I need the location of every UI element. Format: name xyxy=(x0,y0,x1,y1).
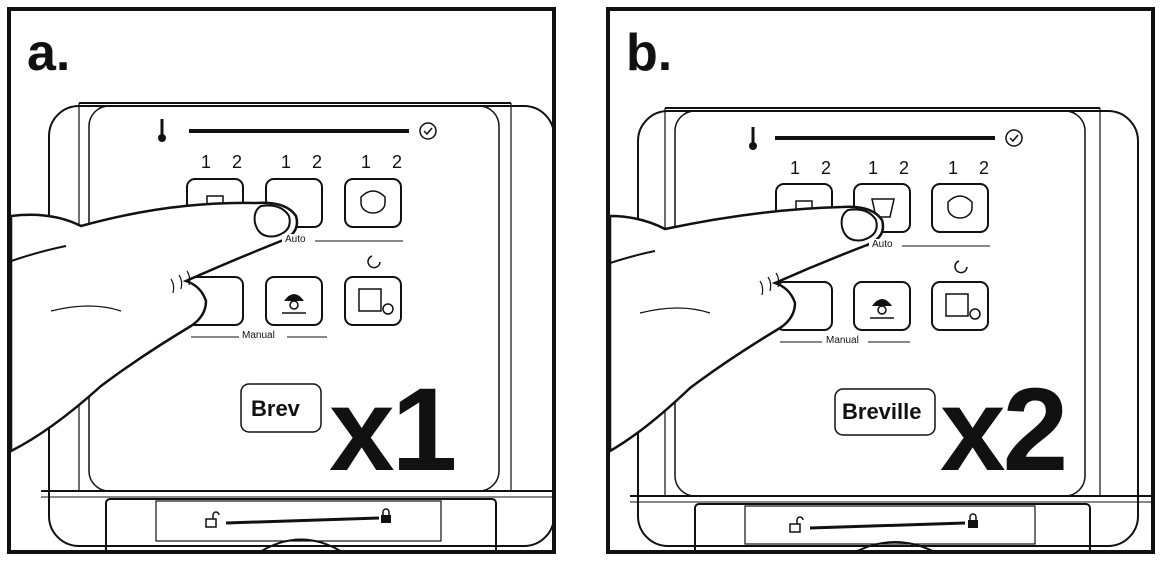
cappuccino-cup-count: 1 2 xyxy=(361,152,411,172)
unlock-icon xyxy=(205,511,220,528)
panel-b: b. 1 2 1 2 1 2 Auto Manual Breville x2 xyxy=(606,7,1155,554)
latte-glass-icon xyxy=(871,198,895,218)
manual-milk-icon xyxy=(284,294,304,301)
cappuccino-button[interactable] xyxy=(931,183,989,233)
clean-cycle-icon xyxy=(945,293,969,317)
pressing-finger-icon xyxy=(610,205,885,453)
latte-cup-count: 1 2 xyxy=(868,158,918,178)
thermometer-icon xyxy=(749,127,757,150)
machine-illustration-b xyxy=(610,107,1151,550)
cappuccino-cup-count: 1 2 xyxy=(948,158,998,178)
lock-icon xyxy=(968,513,978,528)
press-count: x2 xyxy=(940,364,1068,496)
brand-logo: Breville xyxy=(842,399,922,424)
cappuccino-cup-icon xyxy=(947,195,973,219)
pressing-finger-icon xyxy=(11,201,299,453)
panel-label: b. xyxy=(626,24,673,82)
panel-label: a. xyxy=(27,24,71,82)
clean-button[interactable] xyxy=(931,281,989,331)
machine-illustration-a xyxy=(11,102,552,550)
clean-cycle-icon xyxy=(358,288,382,312)
press-count: x1 xyxy=(329,364,457,496)
brand-logo: Brev xyxy=(251,396,300,421)
manual-label: Manual xyxy=(239,330,278,341)
latte-cup-count: 1 2 xyxy=(281,152,331,172)
unlock-icon xyxy=(789,516,804,533)
thermometer-icon xyxy=(158,119,166,142)
cappuccino-cup-icon xyxy=(360,190,386,214)
manual-milk-icon xyxy=(872,299,892,306)
espresso-cup-count: 1 2 xyxy=(790,158,840,178)
auto-label: Auto xyxy=(869,239,896,250)
auto-label: Auto xyxy=(282,234,309,245)
panel-a: a. 1 2 1 2 1 2 Auto Manual Brev x1 xyxy=(7,7,556,554)
lock-icon xyxy=(381,508,391,523)
manual-label: Manual xyxy=(823,335,862,346)
check-circle-icon xyxy=(1005,129,1023,147)
espresso-cup-count: 1 2 xyxy=(201,152,251,172)
cappuccino-button[interactable] xyxy=(344,178,402,228)
clean-button[interactable] xyxy=(344,276,402,326)
check-circle-icon xyxy=(419,122,437,140)
